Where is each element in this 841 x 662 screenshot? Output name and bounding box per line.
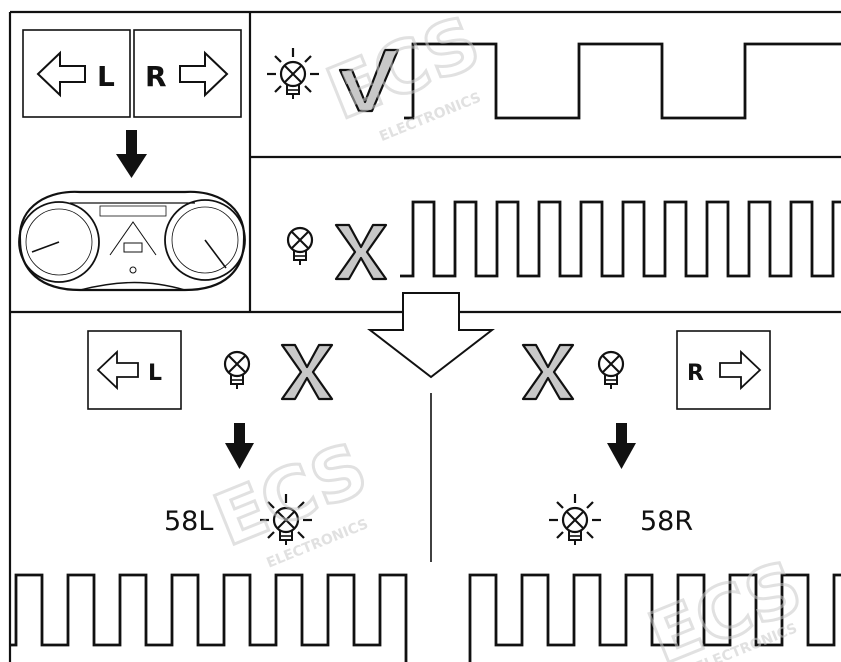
check-icon	[338, 48, 400, 113]
frame	[8, 10, 841, 662]
flash-normal-row	[265, 42, 841, 120]
left-turn-legend-box: L	[22, 29, 131, 118]
bulb-on-icon	[547, 492, 603, 547]
arrow-left-icon-small	[96, 349, 139, 391]
branch-right-label: 58R	[640, 506, 694, 537]
arrow-right-icon	[179, 50, 229, 98]
watermark-brand: ECS	[316, 0, 491, 136]
arrow-left-icon	[36, 50, 86, 98]
left-branch-letter: L	[148, 361, 162, 386]
right-waveform	[468, 573, 841, 662]
x-mark-icon	[521, 343, 575, 401]
right-branch-letter: R	[687, 361, 704, 386]
x-mark-icon	[334, 223, 388, 281]
normal-flash-waveform	[404, 42, 841, 120]
left-waveform	[10, 573, 408, 662]
left-letter: L	[97, 60, 115, 93]
bulb-off-icon	[286, 226, 314, 267]
right-letter: R	[145, 60, 167, 93]
fast-flash-waveform	[400, 200, 841, 278]
arrow-right-icon-small	[719, 349, 762, 391]
bulb-off-icon	[597, 350, 625, 391]
flash-fast-row	[286, 200, 841, 281]
branch-left-label: 58L	[164, 506, 214, 537]
x-mark-icon	[280, 343, 334, 401]
branch-arrow-icon	[367, 292, 495, 379]
left-branch: L	[10, 330, 408, 662]
down-arrow-icon	[116, 130, 147, 178]
watermark-brand-3: ECS	[637, 544, 812, 662]
bulb-off-icon	[223, 350, 251, 391]
down-arrow-icon	[607, 423, 636, 469]
right-branch: R	[468, 330, 841, 662]
instrument-cluster-icon	[18, 190, 246, 292]
right-turn-legend-box: R	[133, 29, 242, 118]
bulb-on-icon	[265, 46, 321, 101]
down-arrow-icon	[225, 423, 254, 469]
